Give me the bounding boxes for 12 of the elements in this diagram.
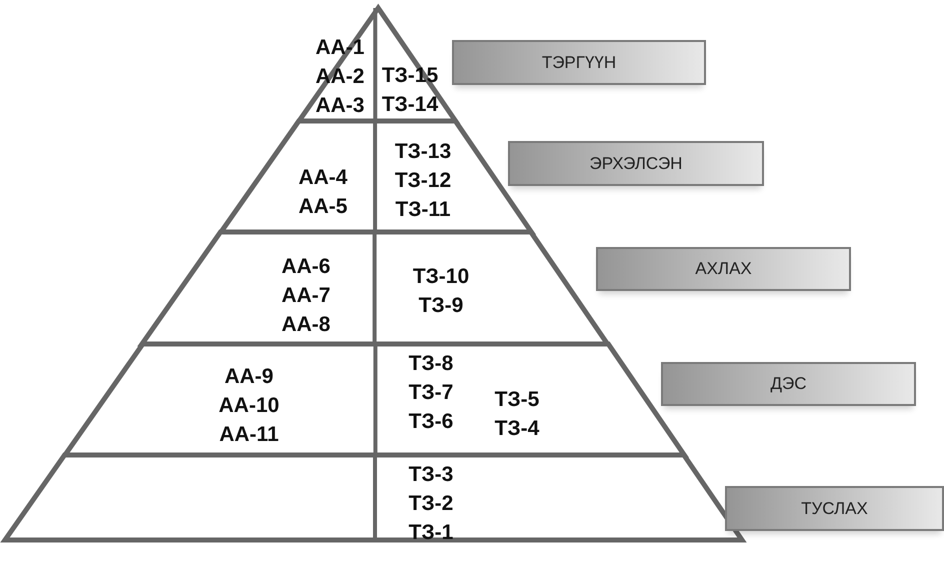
grade-list: ТЗ-5 ТЗ-4 [494,385,540,443]
grade-list: АА-9 АА-10 АА-11 [218,362,280,449]
level-label: АХЛАХ [596,247,851,291]
level-label: ТЭРГҮҮН [452,40,706,85]
level-label: ТУСЛАХ [725,486,944,531]
level-label: ДЭС [661,362,916,406]
grade-list: ТЗ-10 ТЗ-9 [412,262,470,320]
grade-list: АА-4 АА-5 [298,163,348,221]
grade-list: ТЗ-8 ТЗ-7 ТЗ-6 [408,349,454,436]
level-label: ЭРХЭЛСЭН [508,141,764,186]
grade-list: АА-6 АА-7 АА-8 [281,252,330,339]
grade-list: ТЗ-13 ТЗ-12 ТЗ-11 [394,137,452,224]
